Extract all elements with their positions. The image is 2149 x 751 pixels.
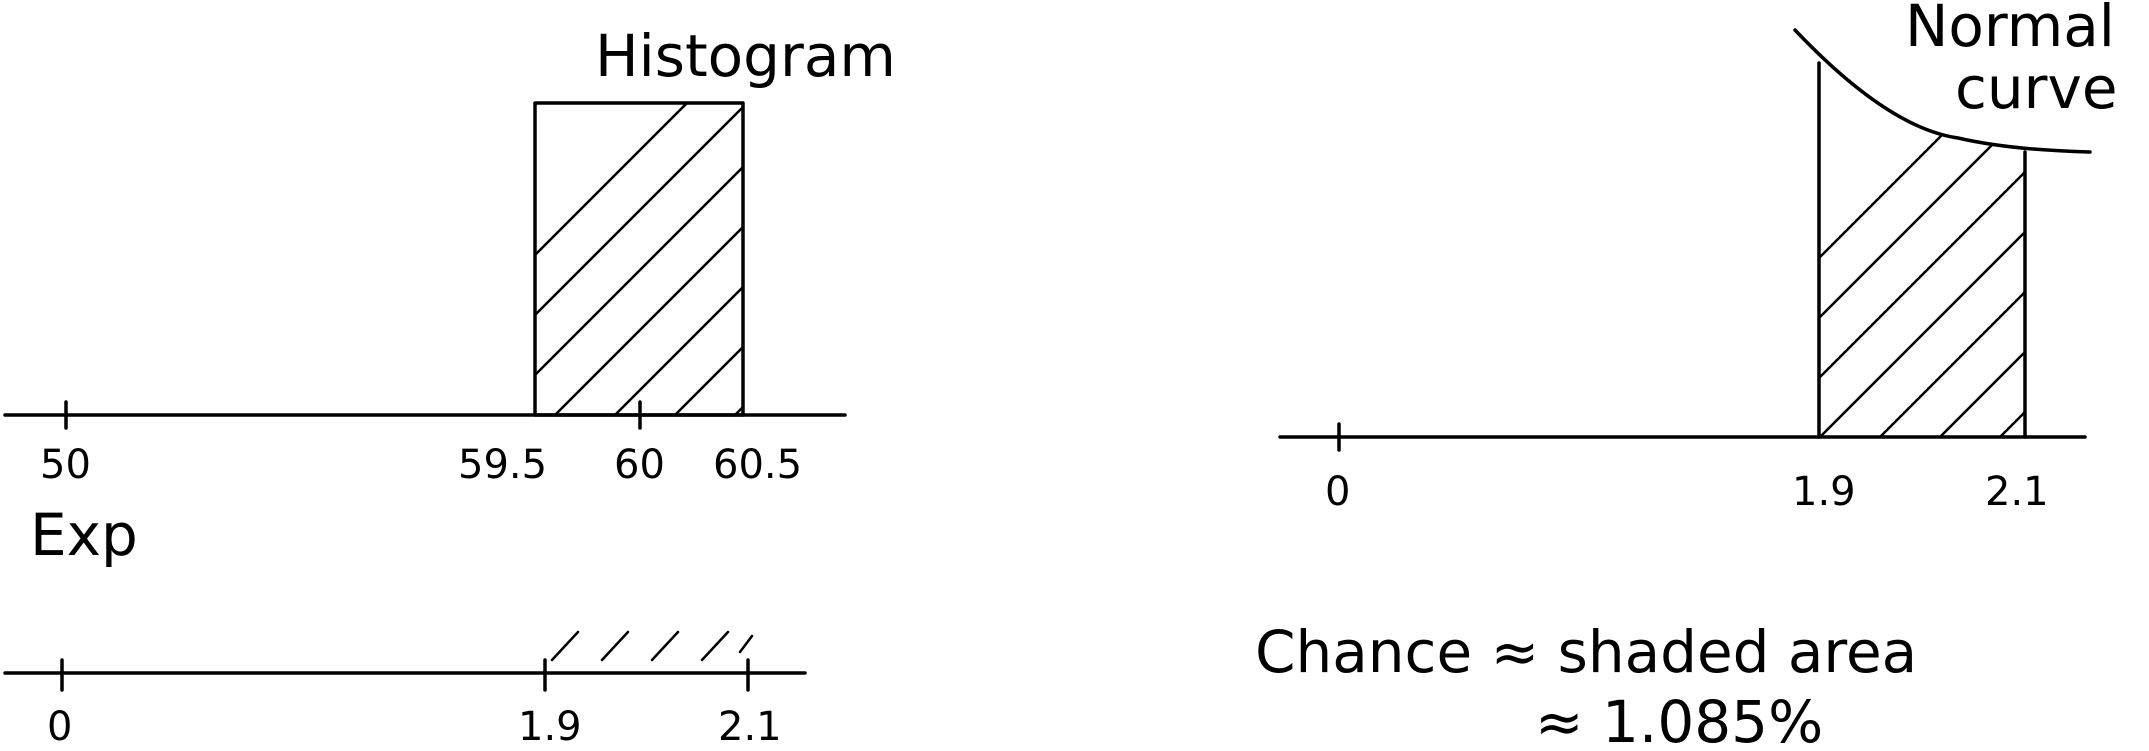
histogram-tick-label-50: 50 — [40, 442, 91, 488]
exp-tick-label-2-1: 2.1 — [718, 704, 782, 750]
histogram-title: Histogram — [595, 22, 896, 90]
exp-tick-label-1-9: 1.9 — [518, 704, 582, 750]
normal-curve — [1793, 28, 2092, 154]
exp-interval-hatching — [550, 630, 754, 662]
normal-tick-label-1-9: 1.9 — [1792, 469, 1856, 515]
normal-tick-label-0: 0 — [1325, 469, 1350, 515]
caption-line1: Chance ≈ shaded area — [1255, 618, 1917, 686]
histogram-panel: Histogram 50 59.5 60 60.5 — [3, 22, 896, 488]
caption: Chance ≈ shaded area ≈ 1.085% — [1255, 618, 1917, 751]
caption-line2: ≈ 1.085% — [1535, 688, 1823, 751]
exp-tick-label-0: 0 — [47, 704, 72, 750]
exp-label: Exp — [30, 501, 138, 569]
histogram-tick-label-60-5: 60.5 — [713, 442, 802, 488]
histogram-tick-label-59-5: 59.5 — [458, 442, 547, 488]
normal-curve-panel: Normal curve 0 1.9 2.1 — [1278, 0, 2118, 515]
normal-curve-label-line2: curve — [1955, 54, 2118, 122]
normal-tick-label-2-1: 2.1 — [1985, 469, 2049, 515]
histogram-tick-label-60: 60 — [614, 442, 665, 488]
exp-panel: Exp 0 1.9 2.1 — [3, 501, 807, 750]
normal-curve-label-line1: Normal — [1905, 0, 2115, 60]
histogram-bar-hatching — [535, 103, 743, 415]
